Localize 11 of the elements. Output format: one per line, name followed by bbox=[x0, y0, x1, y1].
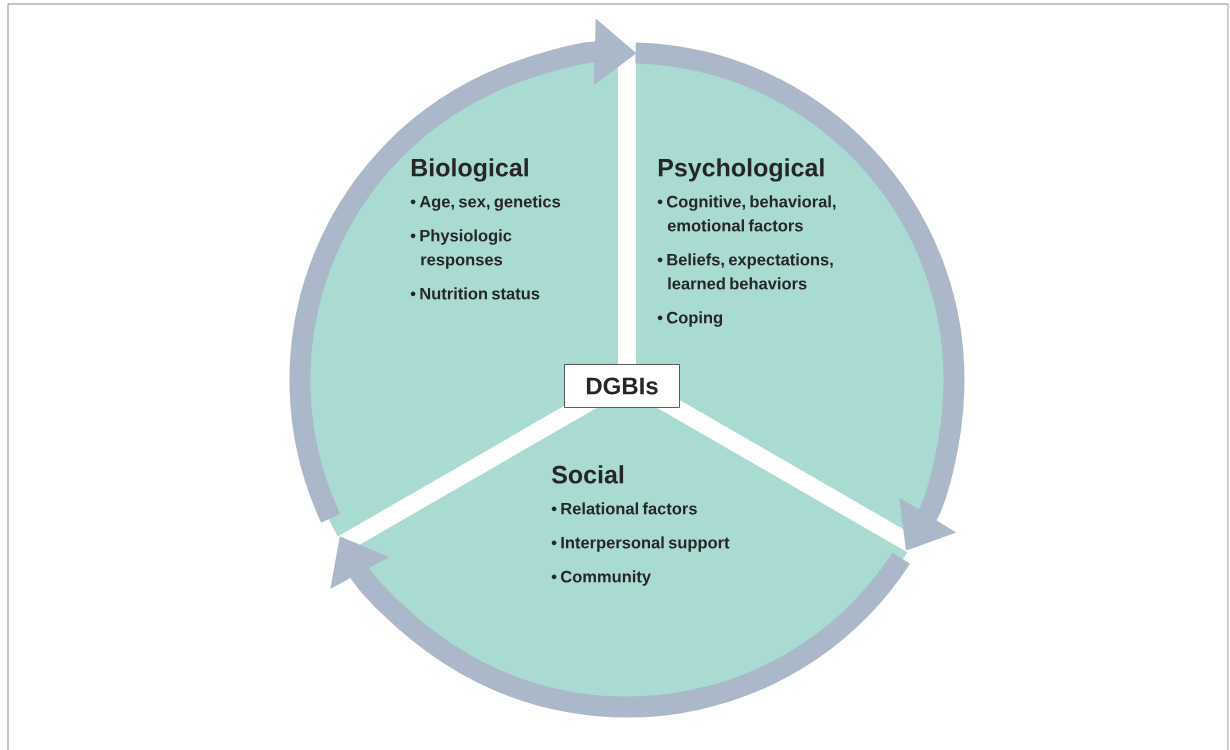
node-label: • Community bbox=[551, 570, 651, 586]
node-label: • Coping bbox=[657, 311, 723, 327]
node-label: • Physiologic responses bbox=[410, 229, 512, 269]
node-label: • Interpersonal support bbox=[551, 536, 730, 552]
node-label: • Age, sex, genetics bbox=[410, 195, 561, 211]
node-label: • Cognitive, behavioral, emotional factors bbox=[657, 195, 836, 232]
node-label: Psychological bbox=[658, 158, 824, 182]
node-label: • Nutrition status bbox=[410, 287, 540, 300]
node-label: • Beliefs, expectations, learned behaviors bbox=[657, 253, 833, 290]
label-box: DGBIs bbox=[564, 364, 680, 408]
node-label: Biological bbox=[411, 158, 528, 182]
